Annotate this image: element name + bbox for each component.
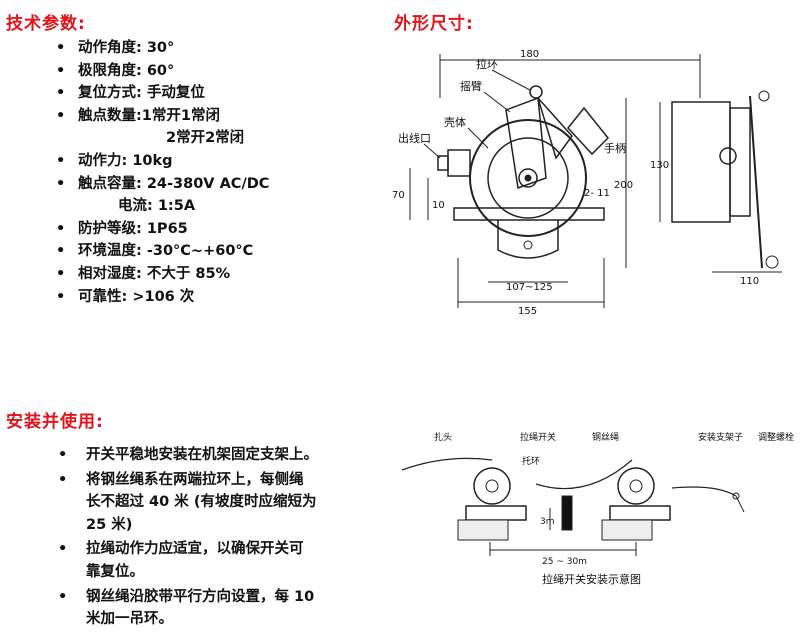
install-title: 安装并使用:: [6, 412, 104, 432]
install-line: 25 米): [86, 516, 133, 533]
dim-155: 155: [518, 306, 537, 317]
install-item: • 钢丝绳沿胶带平行方向设置，每 10 米加一吊环。: [58, 586, 318, 631]
spec-item: • 动作角度: 30°: [56, 37, 269, 60]
diagram-3m: 3m: [540, 517, 555, 527]
spec-item: • 环境温度: -30°C~+60°C: [56, 240, 269, 263]
diagram-zhijiazi: 安装支架子: [698, 431, 743, 443]
diagram-25-30m: 25 ~ 30m: [542, 557, 587, 567]
tech-params-title: 技术参数:: [6, 14, 86, 34]
spec-text: 动作角度: 30°: [78, 40, 175, 56]
label-keti: 壳体: [444, 115, 466, 129]
diagram-lashengkaiguan: 拉绳开关: [520, 431, 556, 443]
dim-107-125: 107~125: [506, 282, 553, 293]
diagram-tuohuan: 托环: [522, 455, 540, 467]
spec-item: 电流: 1:5A: [56, 195, 269, 218]
spec-item: • 触点数量:1常开1常闭: [56, 105, 269, 128]
dim-180: 180: [520, 49, 539, 60]
bullet-icon: •: [56, 175, 66, 192]
spec-item: • 复位方式: 手动复位: [56, 82, 269, 105]
dimension-drawing: 180 70 10 200 2- 11 107~125 155 拉环 摇臂 壳体…: [392, 49, 782, 317]
spec-item: • 相对湿度: 不大于 85%: [56, 263, 269, 286]
tech-params-list: • 动作角度: 30° • 极限角度: 60° • 复位方式: 手动复位 • 触点数量:1常开…: [56, 37, 269, 308]
spec-text: 防护等级: 1P65: [78, 220, 188, 237]
label-shoubing: 手柄: [604, 141, 626, 155]
spec-text: 2常开2常闭: [166, 130, 245, 147]
spec-item: • 极限角度: 60°: [56, 60, 269, 83]
install-line: 米加一吊环。: [86, 611, 173, 628]
install-line: 将钢丝绳系在两端拉环上，每侧绳: [86, 471, 304, 488]
diagram-tiaojieluoshuan: 调整螺栓: [758, 431, 794, 443]
bullet-icon: •: [56, 85, 66, 102]
install-item: • 拉绳动作力应适宜，以确保开关可靠复位。: [58, 538, 318, 583]
spec-text: 可靠性: >106 次: [78, 288, 195, 305]
spec-text: 极限角度: 60°: [78, 62, 175, 79]
spec-item: • 动作力: 10kg: [56, 150, 269, 173]
bullet-icon: •: [56, 265, 66, 282]
install-line: 长不超过 40 米 (有坡度时应缩短为: [86, 494, 317, 511]
install-list: • 开关平稳地安装在机架固定支架上。 • 将钢丝绳系在两端拉环上，每侧绳长不超过 40…: [58, 444, 318, 633]
spec-text: 触点容量: 24-380V AC/DC: [78, 175, 270, 192]
install-diagram: 3m 25 ~ 30m 扎头 拉绳开关 托环 钢丝绳 安装支架子 调整螺栓: [401, 431, 794, 567]
bullet-icon: •: [58, 588, 68, 605]
dim-10: 10: [432, 200, 445, 211]
dim-70: 70: [392, 190, 405, 201]
diagram-caption: 拉绳开关安装示意图: [542, 573, 641, 586]
bullet-icon: •: [56, 107, 66, 124]
install-line: 开关平稳地安装在机架固定支架上。: [86, 447, 318, 463]
diagram-kongguan: 扎头: [434, 431, 452, 443]
dim-2-11: 2- 11: [584, 188, 610, 199]
install-line: 靠复位。: [86, 563, 144, 580]
install-item: • 开关平稳地安装在机架固定支架上。: [58, 444, 318, 467]
bullet-icon: •: [56, 62, 66, 79]
spec-text: 动作力: 10kg: [78, 152, 173, 169]
install-item: • 将钢丝绳系在两端拉环上，每侧绳长不超过 40 米 (有坡度时应缩短为 25 米): [58, 469, 318, 537]
bullet-icon: •: [56, 288, 66, 305]
bullet-icon: •: [56, 152, 66, 169]
bullet-icon: •: [56, 243, 66, 260]
bullet-icon: •: [58, 471, 68, 488]
spec-item: • 触点容量: 24-380V AC/DC: [56, 173, 269, 196]
spec-text: 环境温度: -30°C~+60°C: [78, 243, 254, 260]
dim-110: 110: [740, 276, 759, 287]
bullet-icon: •: [58, 541, 68, 558]
install-line: 拉绳动作力应适宜，以确保开关可: [86, 541, 304, 558]
label-chuxiankou: 出线口: [398, 131, 431, 145]
label-lahuan: 拉环: [476, 57, 498, 71]
spec-text: 复位方式: 手动复位: [78, 85, 205, 102]
spec-text: 相对湿度: 不大于 85%: [78, 265, 231, 282]
bullet-icon: •: [56, 220, 66, 237]
bullet-icon: •: [56, 40, 66, 56]
spec-text: 电流: 1:5A: [118, 198, 196, 215]
dim-200: 200: [614, 180, 633, 191]
dim-130: 130: [650, 160, 669, 171]
diagram-gangsisheng: 钢丝绳: [592, 431, 619, 443]
install-line: 钢丝绳沿胶带平行方向设置，每 10: [86, 588, 315, 605]
spec-text: 触点数量:1常开1常闭: [78, 107, 220, 124]
bullet-icon: •: [58, 447, 68, 463]
spec-item: • 防护等级: 1P65: [56, 218, 269, 241]
dimensions-title: 外形尺寸:: [394, 14, 474, 34]
spec-item: • 可靠性: >106 次: [56, 286, 269, 309]
label-baibi: 摇臂: [460, 79, 482, 93]
spec-item: 2常开2常闭: [56, 127, 269, 150]
